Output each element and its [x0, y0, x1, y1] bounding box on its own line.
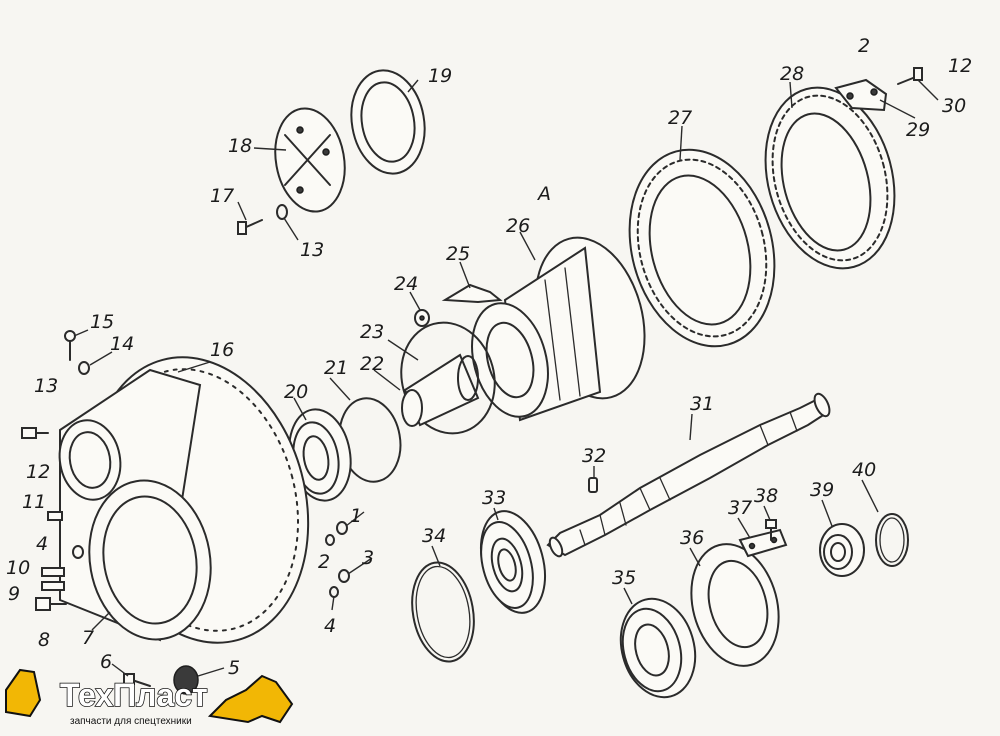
label-25: 25	[446, 243, 470, 265]
label-13a: 13	[34, 375, 58, 397]
label-6: 6	[100, 651, 112, 673]
part-19-gasket	[350, 69, 426, 175]
part-33-bearing	[480, 510, 546, 614]
label-18: 18	[228, 135, 252, 157]
label-8: 8	[38, 629, 50, 651]
label-28: 28	[780, 63, 804, 85]
label-35: 35	[612, 567, 636, 589]
label-11: 11	[22, 491, 46, 513]
logo-tagline: запчасти для спецтехники	[70, 716, 192, 727]
label-33: 33	[482, 487, 506, 509]
part-4-washer-center	[329, 586, 339, 598]
excavator-bucket-icon	[207, 674, 294, 724]
part-26-hub	[471, 236, 646, 422]
part-3-washer	[338, 569, 350, 583]
label-2b: 2	[858, 35, 870, 57]
part-17-bolt	[237, 219, 263, 235]
label-31: 31	[690, 393, 714, 415]
part-6-bolt	[123, 673, 151, 687]
part-10-bolt	[41, 567, 65, 577]
label-39: 39	[810, 479, 834, 501]
label-21: 21	[324, 357, 348, 379]
part-34-snap-ring	[411, 561, 475, 663]
part-5-plug	[173, 665, 199, 695]
label-29: 29	[906, 119, 930, 141]
label-4b: 4	[324, 615, 336, 637]
part-11-pin	[47, 511, 63, 521]
label-3: 3	[362, 547, 374, 569]
label-2: 2	[318, 551, 330, 573]
label-A: A	[536, 183, 551, 205]
part-18-cover	[274, 107, 346, 213]
label-7: 7	[82, 627, 94, 649]
part-30-bolt	[897, 67, 923, 85]
part-31-shaft	[546, 392, 831, 558]
part-24-nut	[414, 309, 430, 327]
leader-lines	[73, 79, 939, 677]
part-16-housing	[58, 356, 310, 644]
label-9: 9	[8, 583, 20, 605]
label-12b: 12	[948, 55, 972, 77]
label-23: 23	[360, 321, 384, 343]
label-4a: 4	[36, 533, 48, 555]
label-16: 16	[210, 339, 234, 361]
label-1: 1	[350, 505, 362, 527]
part-labels: 1 2 2 3 4 4 5 6 7 8 9 10 11 12 12 13 13 …	[6, 35, 972, 679]
part-28-gear-rim	[764, 86, 896, 270]
label-30: 30	[942, 95, 966, 117]
part-35-bearing	[619, 597, 697, 699]
label-36: 36	[680, 527, 704, 549]
label-20: 20	[284, 381, 308, 403]
label-10: 10	[6, 557, 30, 579]
label-26: 26	[506, 215, 530, 237]
part-14-washer	[78, 361, 90, 375]
part-40-ring	[875, 513, 909, 567]
part-13-washer	[276, 204, 288, 220]
part-37-lock-plate	[738, 528, 788, 558]
part-38-bolt	[765, 519, 777, 541]
part-22-cone	[401, 353, 480, 427]
logo-name: ТехПласт	[60, 677, 208, 713]
part-2-pin	[325, 534, 335, 546]
part-8-bolt	[35, 597, 67, 611]
excavator-icon	[5, 668, 42, 718]
label-22: 22	[360, 353, 384, 375]
part-4-washer-left	[72, 545, 84, 559]
label-27: 27	[668, 107, 692, 129]
part-27-ring-gear	[628, 148, 776, 348]
part-32-key	[588, 477, 598, 493]
label-37: 37	[728, 497, 752, 519]
label-34: 34	[422, 525, 446, 547]
label-13b: 13	[300, 239, 324, 261]
label-12: 12	[26, 461, 50, 483]
part-9-bolt	[41, 581, 65, 591]
part-39-nut	[819, 523, 865, 577]
label-38: 38	[754, 485, 778, 507]
part-23-ring	[400, 321, 496, 435]
techplast-logo: ТехПласт запчасти для спецтехники	[5, 668, 294, 727]
label-32: 32	[582, 445, 606, 467]
label-40: 40	[852, 459, 876, 481]
part-12-bolt	[21, 427, 49, 439]
label-17: 17	[210, 185, 234, 207]
label-14: 14	[110, 333, 134, 355]
part-15-bolt	[64, 330, 76, 361]
label-24: 24	[394, 273, 418, 295]
part-25-lock-plate	[441, 283, 503, 304]
label-5: 5	[228, 657, 240, 679]
label-15: 15	[90, 311, 114, 333]
part-36-flange	[690, 543, 780, 667]
label-19: 19	[428, 65, 452, 87]
part-1-washer	[336, 521, 348, 535]
